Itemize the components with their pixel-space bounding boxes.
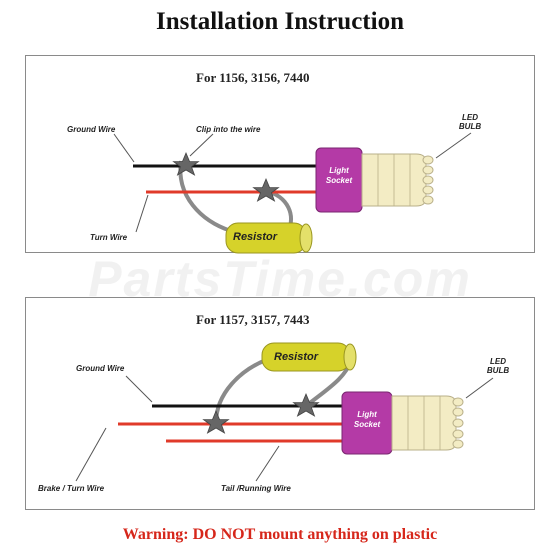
ground-wire-label: Ground Wire: [67, 125, 116, 134]
diagram-panel-single-filament: For 1156, 3156, 7440 Ground Wire Clip in…: [25, 55, 535, 254]
brake-turn-wire-label: Brake / Turn Wire: [38, 484, 105, 493]
led-bulb-label-line1: LED: [490, 357, 506, 366]
wire-clip-star-1: [202, 409, 230, 434]
turn-wire-pointer: [135, 194, 149, 233]
led-bulb-label-line1: LED: [462, 113, 478, 122]
led-bulb-label-line2: BULB: [458, 122, 482, 131]
tail-running-pointer: [255, 445, 280, 482]
led-bulb-pointer: [435, 132, 472, 159]
resistor-cap: [343, 343, 357, 371]
led-chips: [452, 397, 464, 449]
page-title: Installation Instruction: [156, 8, 404, 35]
ground-wire-pointer: [125, 375, 153, 403]
socket-label-line2: Socket: [353, 420, 381, 429]
resistor-cap: [299, 223, 313, 253]
clip-label: Clip into the wire: [196, 125, 261, 134]
wire-clip-star-2: [292, 392, 320, 417]
wire-clip-star-1: [172, 151, 200, 176]
panel-heading: For 1157, 3157, 7443: [196, 312, 310, 327]
warning-text: Warning: DO NOT mount anything on plasti…: [122, 526, 438, 543]
ground-wire-pointer: [113, 133, 135, 163]
resistor-label: Resistor: [274, 351, 319, 363]
tail-running-wire-label: Tail /Running Wire: [221, 484, 291, 493]
resistor-label: Resistor: [233, 231, 278, 243]
wire-clip-star-2: [252, 177, 280, 202]
wiring-diagram-1157: [75, 342, 494, 482]
ground-wire-label: Ground Wire: [76, 364, 125, 373]
led-bulb-segments: [377, 154, 411, 206]
resistor-lead-1: [214, 358, 267, 424]
wiring-diagram-1156: [113, 132, 472, 254]
socket-label-line1: Light: [329, 166, 349, 175]
led-bulb-segments: [407, 396, 441, 450]
led-bulb-label-line2: BULB: [486, 366, 510, 375]
turn-wire-label: Turn Wire: [90, 233, 128, 242]
diagram-panel-dual-filament: For 1157, 3157, 7443 Ground Wire Brake /…: [25, 297, 535, 510]
socket-label-line1: Light: [357, 410, 377, 419]
led-bulb-pointer: [465, 377, 494, 399]
clip-pointer: [189, 133, 214, 157]
socket-label-line2: Socket: [325, 176, 353, 185]
panel-heading: For 1156, 3156, 7440: [196, 70, 310, 85]
brake-turn-pointer: [75, 427, 107, 482]
led-chips: [422, 155, 434, 205]
